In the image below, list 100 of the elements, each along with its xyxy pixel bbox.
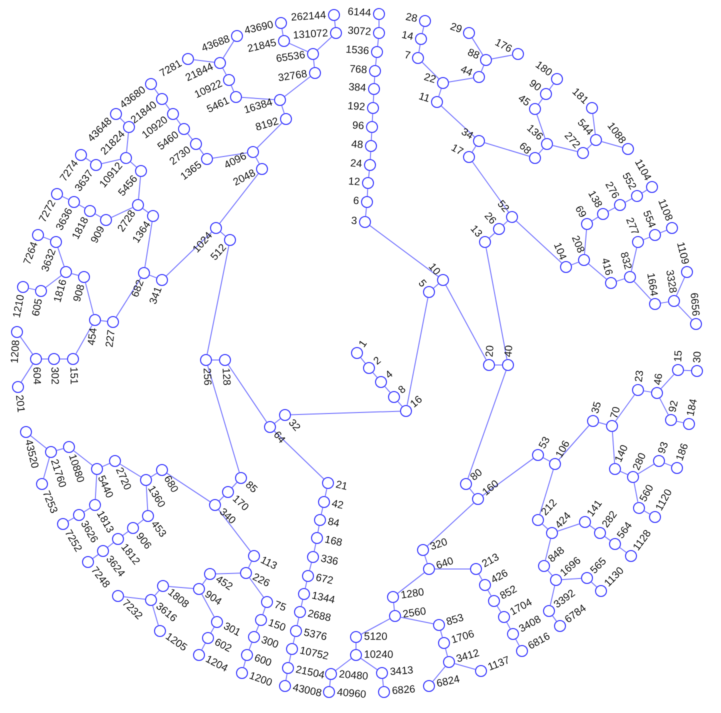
tree-node bbox=[594, 527, 606, 539]
tree-node bbox=[691, 365, 703, 377]
tree-link bbox=[166, 232, 212, 276]
tree-node bbox=[631, 190, 643, 202]
number-label: 5376 bbox=[302, 628, 328, 643]
tree-link bbox=[320, 507, 324, 515]
number-label: 1109 bbox=[674, 241, 690, 266]
tree-link bbox=[187, 133, 193, 140]
tree-link bbox=[243, 660, 246, 668]
tree-link bbox=[329, 679, 331, 687]
number-label: 1344 bbox=[310, 590, 336, 606]
tree-node bbox=[627, 471, 639, 483]
tree-link bbox=[400, 616, 434, 624]
number-label: 17 bbox=[449, 142, 465, 158]
tree-node bbox=[438, 637, 450, 649]
number-label: 6826 bbox=[392, 684, 416, 697]
tree-link bbox=[123, 596, 146, 600]
tree-node bbox=[97, 545, 109, 557]
tree-node bbox=[529, 103, 541, 115]
number-label: 832 bbox=[618, 251, 633, 271]
number-label: 21 bbox=[334, 480, 348, 492]
tree-node bbox=[668, 295, 680, 307]
number-label: 3632 bbox=[40, 248, 58, 274]
tree-node bbox=[204, 568, 216, 580]
number-label: 453 bbox=[148, 519, 168, 540]
number-label: 48 bbox=[351, 139, 364, 151]
tree-link bbox=[116, 278, 142, 318]
tree-link bbox=[316, 36, 332, 50]
number-label: 16384 bbox=[242, 97, 274, 116]
number-label: 43520 bbox=[22, 438, 40, 470]
tree-node bbox=[479, 579, 491, 591]
tree-node bbox=[551, 73, 563, 85]
tree-node bbox=[369, 65, 381, 77]
number-label: 1120 bbox=[654, 488, 674, 513]
tree-node bbox=[512, 48, 524, 60]
tree-link bbox=[149, 274, 157, 278]
tree-node bbox=[622, 143, 634, 155]
tree-link bbox=[219, 173, 259, 224]
number-label: 7253 bbox=[40, 489, 59, 515]
number-label: 8192 bbox=[254, 116, 280, 134]
number-label: 416 bbox=[599, 257, 614, 277]
tree-node bbox=[286, 643, 298, 655]
tree-link bbox=[660, 230, 667, 234]
number-label: 908 bbox=[72, 283, 87, 303]
tree-node bbox=[89, 314, 101, 326]
tree-node bbox=[193, 583, 205, 595]
tree-link bbox=[176, 118, 181, 125]
tree-node bbox=[214, 57, 226, 69]
tree-link bbox=[210, 626, 215, 634]
tree-link bbox=[92, 554, 99, 559]
tree-node bbox=[350, 631, 362, 643]
number-label: 227 bbox=[104, 329, 118, 348]
number-label: 320 bbox=[428, 536, 449, 552]
number-label: 672 bbox=[314, 572, 334, 587]
tree-link bbox=[584, 229, 587, 255]
tree-node bbox=[138, 267, 150, 279]
tree-link bbox=[249, 577, 264, 598]
tree-node bbox=[190, 138, 202, 150]
tree-node bbox=[211, 616, 223, 628]
tree-link bbox=[678, 304, 692, 320]
number-label: 6144 bbox=[347, 6, 372, 19]
number-label: 21760 bbox=[48, 458, 68, 490]
number-label: 262144 bbox=[290, 10, 326, 24]
tree-node bbox=[666, 222, 678, 234]
tree-link bbox=[150, 472, 158, 478]
tree-link bbox=[314, 543, 316, 552]
tree-link bbox=[120, 118, 126, 124]
number-label: 28 bbox=[404, 12, 418, 25]
tree-node bbox=[529, 152, 541, 164]
tree-link bbox=[71, 273, 79, 276]
number-label: 426 bbox=[489, 568, 510, 586]
tree-node bbox=[224, 234, 236, 246]
tree-node bbox=[578, 254, 590, 266]
tree-node bbox=[586, 102, 598, 114]
tree-node bbox=[302, 570, 314, 582]
tree-link bbox=[516, 220, 562, 264]
number-label: 276 bbox=[602, 180, 621, 201]
tree-node bbox=[683, 418, 695, 430]
tree-node bbox=[587, 415, 599, 427]
number-label: 4 bbox=[384, 369, 395, 381]
number-label: 7264 bbox=[22, 240, 40, 266]
number-label: 32 bbox=[286, 418, 302, 434]
tree-node bbox=[606, 420, 618, 432]
tree-link bbox=[612, 431, 616, 464]
tree-node bbox=[261, 596, 273, 608]
tree-link bbox=[536, 114, 546, 139]
number-label: 52 bbox=[495, 198, 511, 214]
number-label: 682 bbox=[130, 278, 146, 299]
tree-node bbox=[48, 353, 60, 365]
tree-link bbox=[142, 208, 149, 213]
tree-node bbox=[142, 510, 154, 522]
tree-link bbox=[445, 648, 448, 657]
number-label: 1204 bbox=[204, 654, 230, 674]
tree-node bbox=[235, 472, 247, 484]
tree-link bbox=[288, 654, 292, 663]
number-label: 92 bbox=[668, 400, 680, 414]
tree-node bbox=[135, 165, 147, 177]
number-label: 21504 bbox=[294, 664, 326, 682]
tree-link bbox=[426, 502, 474, 546]
tree-link bbox=[84, 508, 90, 512]
